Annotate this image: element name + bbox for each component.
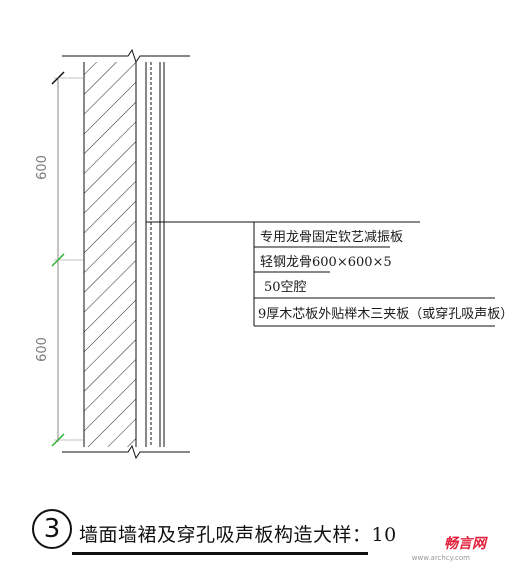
callout-air-cavity: 50空腔 xyxy=(264,280,307,295)
dimension-upper: 600 xyxy=(34,155,50,180)
dimension-line xyxy=(51,71,84,447)
dimension-lower: 600 xyxy=(34,337,50,362)
watermark-url: www.archcy.com xyxy=(411,554,470,562)
callout-finish-board: 9厚木芯板外贴榉木三夹板（或穿孔吸声板） xyxy=(258,307,513,322)
callout-damping-board: 专用龙骨固定钦艺减振板 xyxy=(260,230,404,245)
panel-layers xyxy=(145,62,165,447)
break-lines xyxy=(62,48,190,460)
callout-steel-keel: 轻钢龙骨600×600×5 xyxy=(260,255,392,270)
detail-number-circle: 3 xyxy=(32,509,72,549)
watermark-logo: 畅言网 xyxy=(444,536,486,552)
concrete-wall-hatch xyxy=(83,62,137,447)
callout-leaders xyxy=(146,221,495,327)
detail-title: 墙面墙裙及穿孔吸声板构造大样：10 xyxy=(79,524,397,546)
section-drawing xyxy=(51,48,495,460)
title-underline xyxy=(72,552,368,555)
